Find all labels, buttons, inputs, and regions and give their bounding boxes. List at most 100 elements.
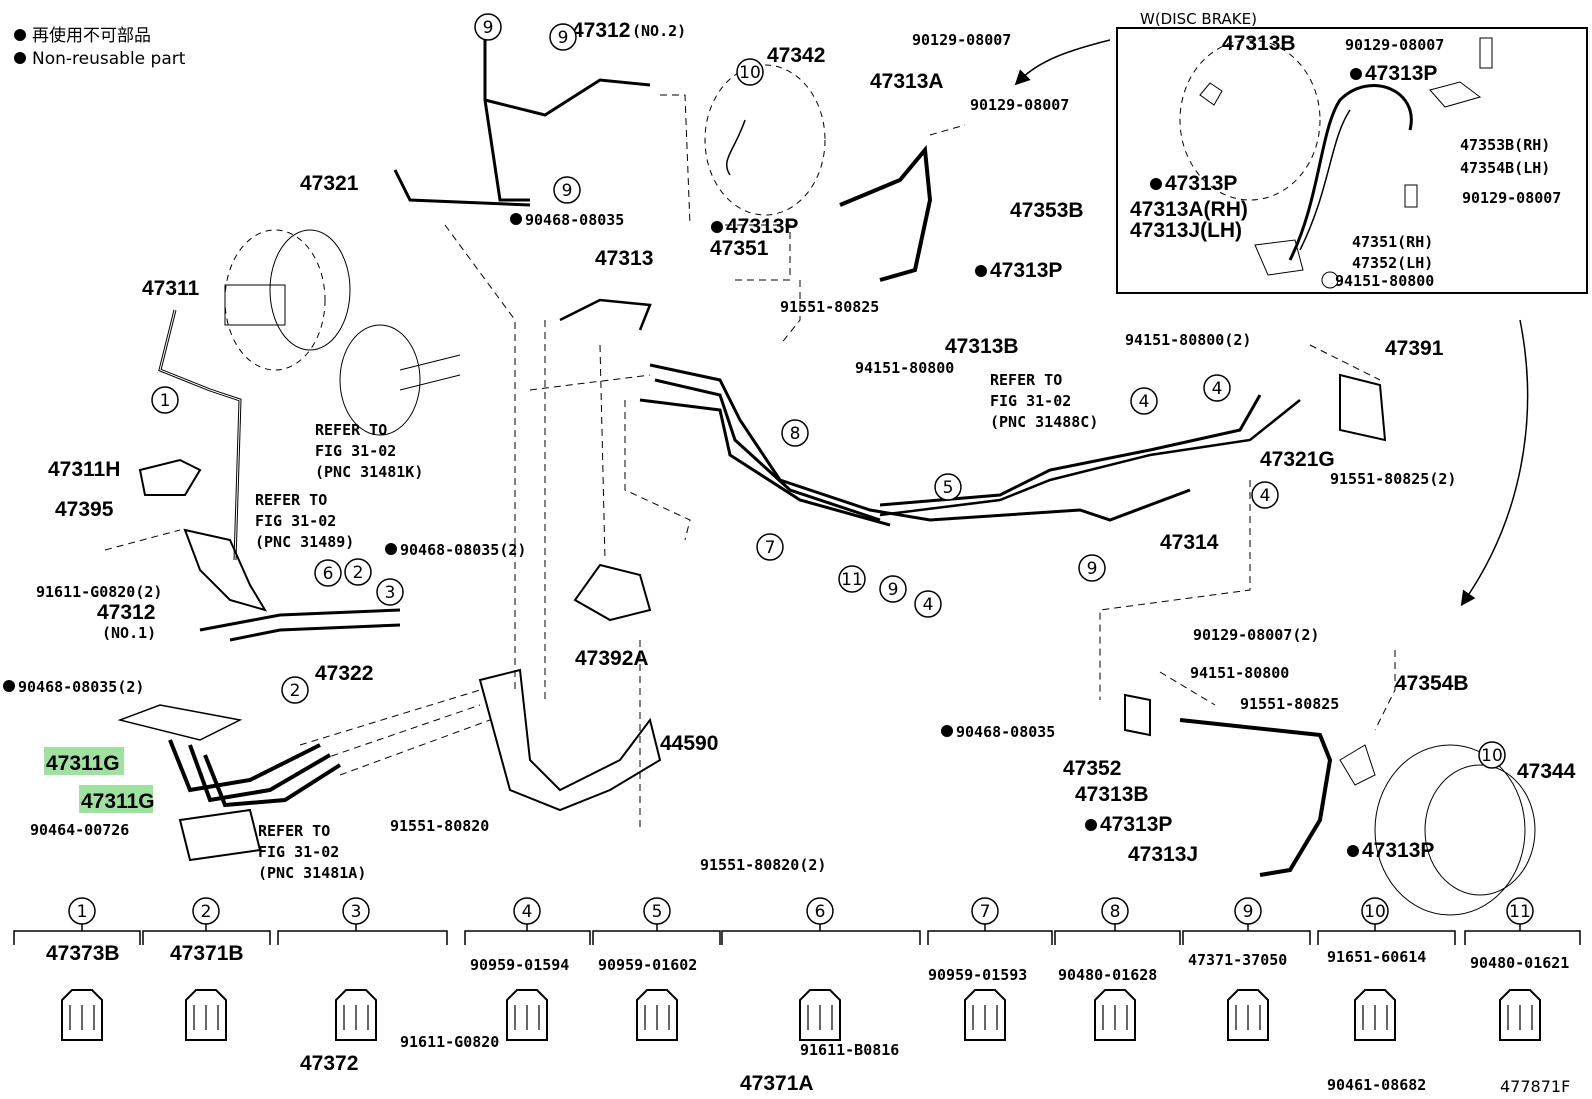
part-callout-c47312no2s[interactable]: (NO.2) bbox=[632, 22, 686, 40]
part-callout-i47351[interactable]: 47351(RH) bbox=[1352, 233, 1433, 251]
clamp-marker-5[interactable]: 5 bbox=[934, 473, 962, 501]
part-callout-c94151c[interactable]: 94151-80800 bbox=[1190, 664, 1289, 682]
part-callout-c47311g2[interactable]: 47311G bbox=[81, 790, 155, 813]
part-callout-c91551c[interactable]: 91551-80820(2) bbox=[700, 856, 826, 874]
part-callout-i90129b[interactable]: 90129-08007 bbox=[1462, 189, 1561, 207]
part-callout-c90464[interactable]: 90464-00726 bbox=[30, 821, 129, 839]
clamp-marker-4[interactable]: 4 bbox=[914, 590, 942, 618]
reference-note-r4-line1[interactable]: REFER TO bbox=[258, 822, 330, 840]
clamp-part-number[interactable]: 90959-01594 bbox=[470, 956, 569, 974]
part-callout-i90129[interactable]: 90129-08007 bbox=[1345, 36, 1444, 54]
clamp-marker-10[interactable]: 10 bbox=[736, 58, 764, 86]
reference-note-r3-line1[interactable]: REFER TO bbox=[990, 371, 1062, 389]
part-callout-c91551a[interactable]: 91551-80825 bbox=[780, 298, 879, 316]
clamp-marker-6[interactable]: 6 bbox=[314, 559, 342, 587]
clamp-marker-11[interactable]: 11 bbox=[838, 565, 866, 593]
clamp-part-number[interactable]: 47372 bbox=[300, 1052, 358, 1075]
part-callout-c47312no1[interactable]: 47312 bbox=[97, 601, 155, 624]
clamp-marker-8[interactable]: 8 bbox=[781, 419, 809, 447]
part-callout-i47313a[interactable]: 47313A(RH) bbox=[1130, 198, 1248, 221]
part-callout-c47313pb[interactable]: 47313P bbox=[990, 259, 1062, 282]
part-callout-i47353b[interactable]: 47353B(RH) bbox=[1460, 136, 1550, 154]
part-callout-c47344[interactable]: 47344 bbox=[1517, 760, 1576, 783]
part-callout-c91551b[interactable]: 91551-80820 bbox=[390, 817, 489, 835]
clamp-part-number[interactable]: 90480-01621 bbox=[1470, 954, 1569, 972]
part-callout-c47313b2[interactable]: 47313B bbox=[1075, 783, 1149, 806]
part-callout-c47313[interactable]: 47313 bbox=[595, 247, 653, 270]
clamp-part-number[interactable]: 47373B bbox=[46, 942, 120, 965]
part-callout-i47352[interactable]: 47352(LH) bbox=[1352, 254, 1433, 272]
clamp-marker-9[interactable]: 9 bbox=[553, 176, 581, 204]
reference-note-r1-line1[interactable]: REFER TO bbox=[315, 421, 387, 439]
reference-note-r2-line1[interactable]: REFER TO bbox=[255, 491, 327, 509]
part-callout-c47313b[interactable]: 47313B bbox=[945, 335, 1019, 358]
part-callout-c47314[interactable]: 47314 bbox=[1160, 531, 1219, 554]
clamp-marker-4[interactable]: 4 bbox=[1203, 374, 1231, 402]
part-callout-i47313j[interactable]: 47313J(LH) bbox=[1130, 219, 1242, 242]
part-callout-c47311g1[interactable]: 47311G bbox=[46, 752, 120, 775]
part-callout-c47312no2[interactable]: 47312 bbox=[572, 19, 630, 42]
reference-note-r3-line2[interactable]: FIG 31-02 bbox=[990, 392, 1071, 410]
part-callout-c90468d[interactable]: 90468-08035 bbox=[956, 723, 1055, 741]
part-callout-c94151b[interactable]: 94151-80800(2) bbox=[1125, 331, 1251, 349]
part-callout-c91551e[interactable]: 91551-80825 bbox=[1240, 695, 1339, 713]
part-callout-c47321[interactable]: 47321 bbox=[300, 172, 359, 195]
part-callout-c91551d[interactable]: 91551-80825(2) bbox=[1330, 470, 1456, 488]
part-callout-c47313pd[interactable]: 47313P bbox=[1362, 839, 1434, 862]
part-callout-c47391[interactable]: 47391 bbox=[1385, 337, 1444, 360]
clamp-marker-4[interactable]: 4 bbox=[1251, 481, 1279, 509]
reference-note-r1-line2[interactable]: FIG 31-02 bbox=[315, 442, 396, 460]
part-callout-i47313p2[interactable]: 47313P bbox=[1165, 172, 1237, 195]
clamp-part-number[interactable]: 90461-08682 bbox=[1327, 1076, 1426, 1094]
clamp-marker-2[interactable]: 2 bbox=[281, 676, 309, 704]
clamp-part-number[interactable]: 47371A bbox=[740, 1072, 814, 1095]
part-callout-c90129a[interactable]: 90129-08007 bbox=[912, 31, 1011, 49]
reference-note-r2-line3[interactable]: (PNC 31489) bbox=[255, 533, 354, 551]
clamp-marker-9[interactable]: 9 bbox=[474, 13, 502, 41]
part-callout-c47351[interactable]: 47351 bbox=[710, 237, 769, 260]
part-callout-c47313pa[interactable]: 47313P bbox=[726, 215, 798, 238]
reference-note-r2-line2[interactable]: FIG 31-02 bbox=[255, 512, 336, 530]
clamp-part-number[interactable]: 91611-B0816 bbox=[800, 1041, 899, 1059]
part-callout-c47321g[interactable]: 47321G bbox=[1260, 448, 1335, 471]
part-callout-c47395[interactable]: 47395 bbox=[55, 498, 114, 521]
part-callout-c90468c[interactable]: 90468-08035(2) bbox=[18, 678, 144, 696]
part-callout-c90468a[interactable]: 90468-08035 bbox=[525, 211, 624, 229]
part-callout-c47353b[interactable]: 47353B bbox=[1010, 199, 1084, 222]
part-callout-c44590[interactable]: 44590 bbox=[660, 732, 718, 755]
part-callout-i94151[interactable]: 94151-80800 bbox=[1335, 272, 1434, 290]
part-callout-c47311[interactable]: 47311 bbox=[142, 277, 200, 300]
part-callout-c47352[interactable]: 47352 bbox=[1063, 757, 1121, 780]
reference-note-r4-line2[interactable]: FIG 31-02 bbox=[258, 843, 339, 861]
clamp-marker-9[interactable]: 9 bbox=[1078, 554, 1106, 582]
clamp-marker-7[interactable]: 7 bbox=[756, 533, 784, 561]
clamp-marker-1[interactable]: 1 bbox=[151, 386, 179, 414]
part-callout-c47392a[interactable]: 47392A bbox=[575, 647, 649, 670]
clamp-marker-2[interactable]: 2 bbox=[344, 558, 372, 586]
part-callout-c94151a[interactable]: 94151-80800 bbox=[855, 359, 954, 377]
part-callout-c90129c[interactable]: 90129-08007(2) bbox=[1193, 626, 1319, 644]
clamp-part-number[interactable]: 91651-60614 bbox=[1327, 948, 1426, 966]
part-callout-c47313pc[interactable]: 47313P bbox=[1100, 813, 1172, 836]
part-callout-c47313a[interactable]: 47313A bbox=[870, 70, 944, 93]
part-callout-c47313j[interactable]: 47313J bbox=[1128, 843, 1198, 866]
clamp-part-number[interactable]: 47371B bbox=[170, 942, 244, 965]
clamp-marker-3[interactable]: 3 bbox=[376, 578, 404, 606]
clamp-marker-9[interactable]: 9 bbox=[549, 23, 577, 51]
reference-note-r3-line3[interactable]: (PNC 31488C) bbox=[990, 413, 1098, 431]
part-callout-c47354b[interactable]: 47354B bbox=[1395, 672, 1469, 695]
part-callout-c47312no1s[interactable]: (NO.1) bbox=[102, 624, 156, 642]
part-callout-c90129b[interactable]: 90129-08007 bbox=[970, 96, 1069, 114]
clamp-marker-4[interactable]: 4 bbox=[1130, 387, 1158, 415]
part-callout-i47313b[interactable]: 47313B bbox=[1222, 32, 1296, 55]
reference-note-r4-line3[interactable]: (PNC 31481A) bbox=[258, 864, 366, 882]
reference-note-r1-line3[interactable]: (PNC 31481K) bbox=[315, 463, 423, 481]
part-callout-c90468b[interactable]: 90468-08035(2) bbox=[400, 541, 526, 559]
part-callout-i47354b[interactable]: 47354B(LH) bbox=[1460, 159, 1550, 177]
clamp-part-number[interactable]: 91611-G0820 bbox=[400, 1033, 499, 1051]
clamp-part-number[interactable]: 47371-37050 bbox=[1188, 951, 1287, 969]
clamp-marker-9[interactable]: 9 bbox=[879, 575, 907, 603]
part-callout-c47322[interactable]: 47322 bbox=[315, 662, 373, 685]
part-callout-c47311h[interactable]: 47311H bbox=[48, 458, 120, 481]
part-callout-c91611a[interactable]: 91611-G0820(2) bbox=[36, 583, 162, 601]
